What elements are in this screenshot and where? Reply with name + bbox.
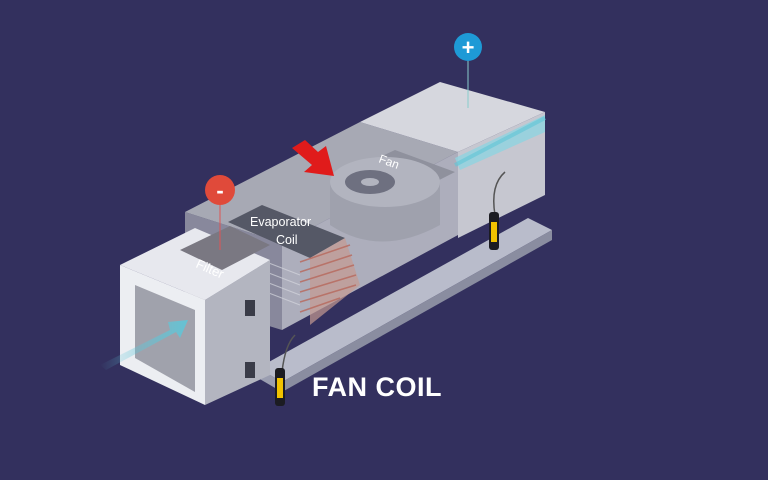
evaporator-coil: Evaporator Coil — [228, 205, 360, 325]
fan-label: Fan — [377, 152, 401, 172]
red-arrow-icon — [292, 140, 334, 176]
airflow-in-arrow-icon — [100, 320, 188, 370]
plus-marker: + — [454, 33, 482, 108]
minus-icon: - — [216, 178, 223, 203]
evaporator-label-line1: Evaporator — [250, 215, 311, 229]
filter-panel — [180, 226, 270, 270]
airflow-out-icon — [454, 116, 546, 167]
sensor-left — [275, 334, 296, 406]
diagram-title: FAN COIL — [312, 372, 442, 402]
evaporator-label-line2: Coil — [276, 233, 298, 247]
fan-unit: Fan — [330, 150, 455, 242]
minus-marker: - — [205, 175, 235, 250]
sensor-right — [489, 171, 506, 250]
plus-icon: + — [462, 35, 475, 60]
filter-section: Filter — [120, 226, 270, 405]
